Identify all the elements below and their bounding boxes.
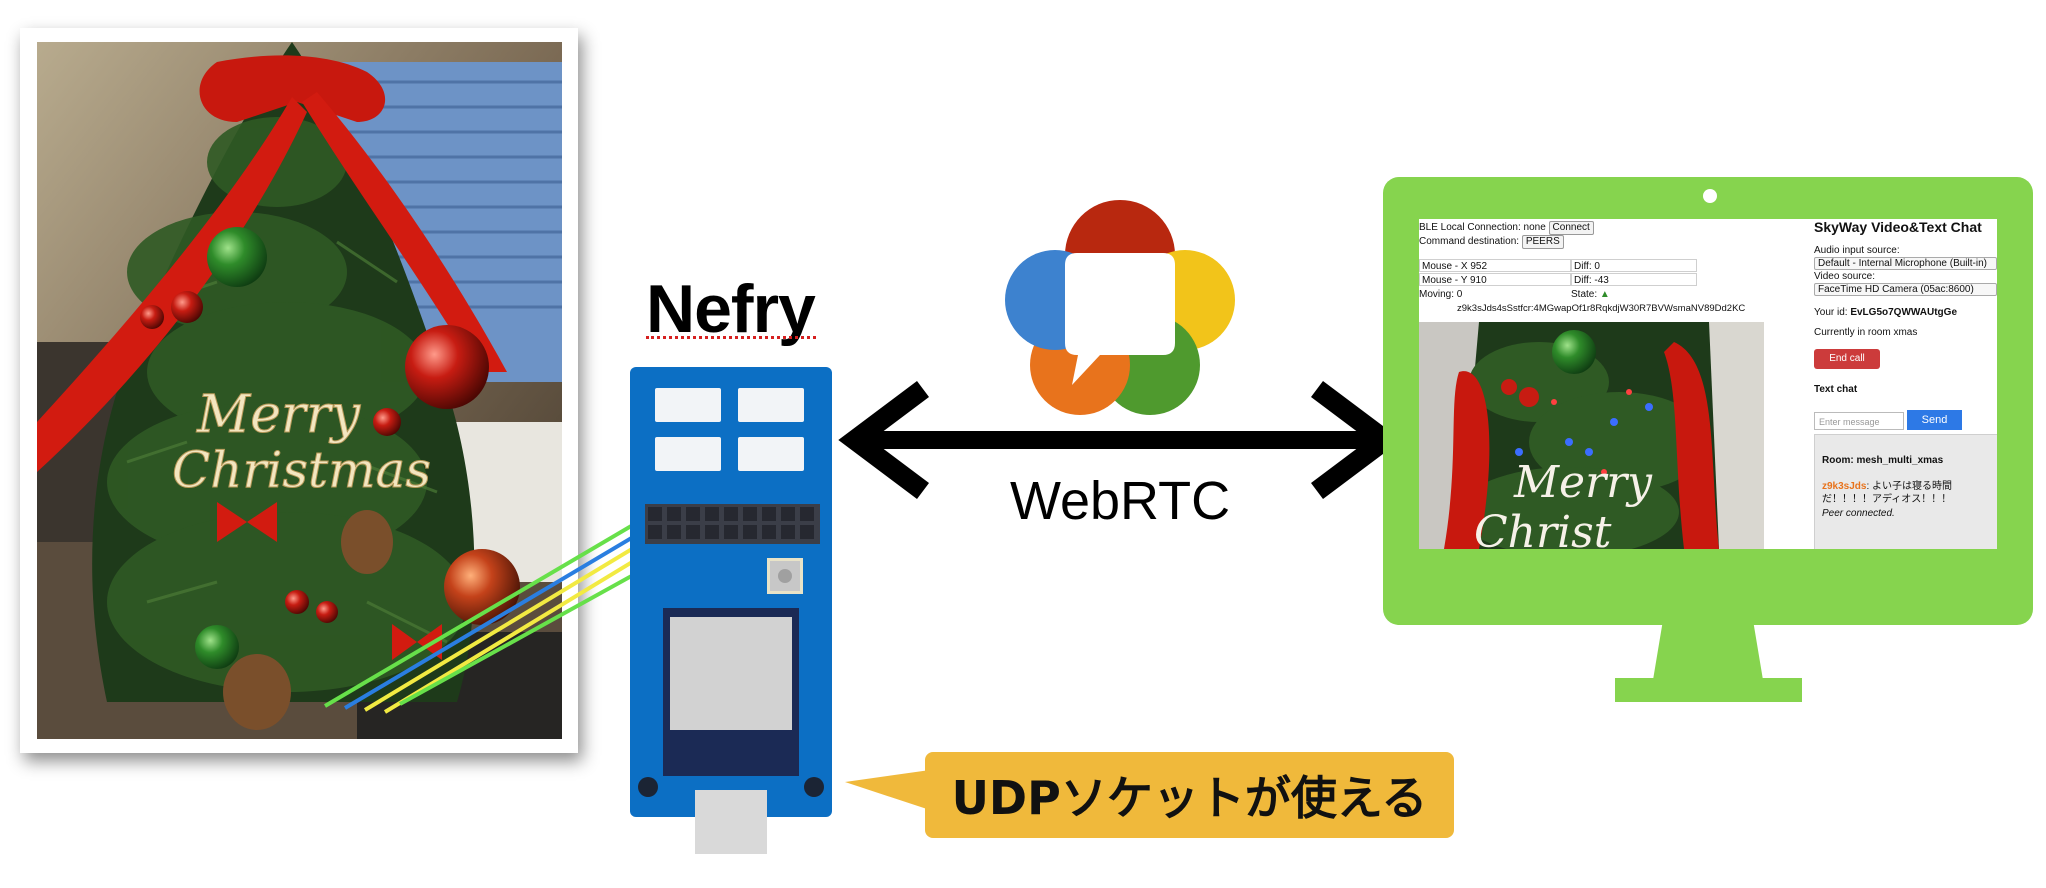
mounting-hole (804, 777, 824, 797)
moving-label: Moving: 0 (1419, 289, 1463, 300)
webrtc-logo-icon (1005, 200, 1235, 415)
peers-button[interactable]: PEERS (1521, 235, 1564, 249)
send-button[interactable]: Send (1907, 410, 1962, 430)
user-button (767, 558, 803, 594)
camera-dot (1703, 189, 1717, 203)
monitor-stand (1653, 620, 1763, 680)
video-source-label: Video source: (1814, 271, 1875, 282)
ornament-text-christmas: Christmas (172, 441, 431, 499)
peer-id: z9k3sJds4sSstfcr:4MGwapOf1r8RqkdjW30R7BV… (1457, 303, 1746, 314)
chat-log: Room: mesh_multi_xmas z9k3sJds: よい子は寝る時間… (1814, 434, 1997, 549)
chat-message-line2: だ！！！！アディオス！！！ (1822, 494, 1952, 505)
video-source-select[interactable]: FaceTime HD Camera (05ac:8600) (1814, 283, 1997, 296)
callout-text: UDPソケットが使える (951, 771, 1428, 825)
mounting-hole (638, 777, 658, 797)
christmas-tree-photo: Merry Christmas (37, 42, 562, 739)
room-status: Currently in room xmas (1814, 327, 1918, 338)
your-id-label: Your id: (1814, 307, 1848, 318)
nefry-title: Nefry (646, 271, 816, 347)
module-shield (670, 617, 792, 730)
audio-source-label: Audio input source: (1814, 245, 1900, 256)
your-id-value: EvLG5o7QWWAUtgGe (1850, 307, 1958, 318)
ornament-text-merry: Merry (196, 385, 361, 445)
tree-icon: ▲ (1599, 289, 1610, 300)
command-label: Command destination: (1419, 236, 1520, 247)
chat-user: z9k3sJds (1822, 481, 1867, 492)
end-call-button[interactable]: End call (1814, 349, 1880, 369)
grove-connector (655, 437, 721, 471)
mouse-x-cell: Mouse - X 952 (1419, 259, 1571, 272)
ble-label: BLE Local Connection: none (1419, 222, 1546, 233)
mouse-y-cell: Mouse - Y 910 (1419, 273, 1571, 286)
callout-box: UDPソケットが使える (925, 752, 1454, 838)
monitor-base (1615, 678, 1802, 702)
grove-connector (738, 437, 804, 471)
video-text-christ: Christ (1474, 507, 1612, 549)
room-name: Room: mesh_multi_xmas (1822, 455, 1944, 466)
diff1-cell: Diff: 0 (1571, 259, 1697, 272)
peer-connected-status: Peer connected. (1822, 508, 1895, 519)
chat-message-line1: : よい子は寝る時間 (1866, 481, 1953, 492)
remote-video: Merry Christ (1419, 322, 1764, 549)
connect-button[interactable]: Connect (1548, 221, 1594, 235)
usb-connector (695, 790, 767, 854)
grove-connector (655, 388, 721, 422)
webrtc-label: WebRTC (1010, 471, 1231, 531)
grove-connector (738, 388, 804, 422)
spellcheck-underline (646, 336, 816, 339)
diff2-cell: Diff: -43 (1571, 273, 1697, 286)
pin-grid (648, 507, 818, 543)
app-screen: BLE Local Connection: none Connect Comma… (1419, 219, 1997, 549)
user-button-cap (778, 569, 792, 583)
app-title: SkyWay Video&Text Chat (1814, 219, 1982, 235)
state-label: State: (1571, 289, 1598, 300)
video-text-merry: Merry (1513, 457, 1653, 508)
message-input[interactable]: Enter message (1814, 412, 1904, 430)
callout-pointer (845, 770, 930, 810)
text-chat-label: Text chat (1814, 384, 1858, 395)
audio-source-select[interactable]: Default - Internal Microphone (Built-in) (1814, 257, 1997, 270)
